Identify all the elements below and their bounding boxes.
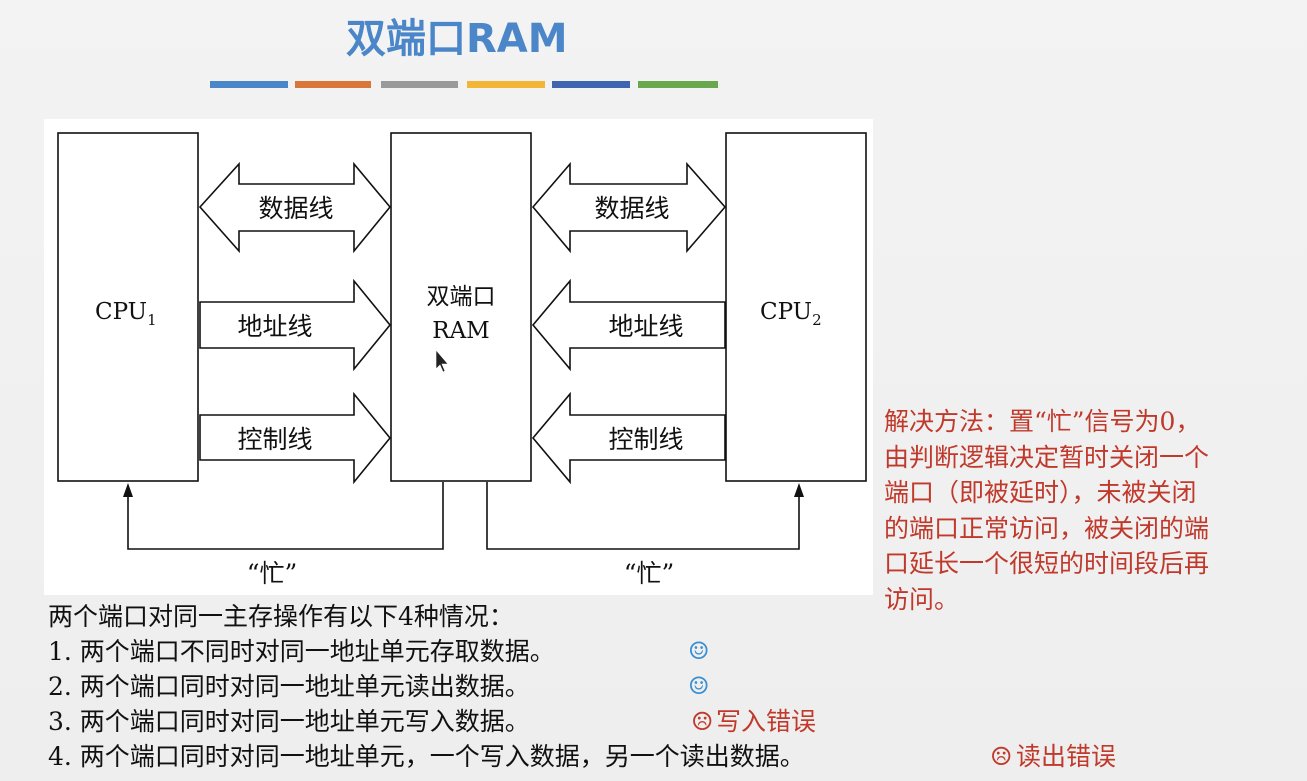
data-line-right-arrow (531, 161, 727, 254)
slide-title: 双端口RAM (346, 16, 568, 62)
case-item-4: 4. 两个端口同时对同一地址单元，一个写入数据，另一个读出数据。 ☹ 读出错误 (48, 740, 1116, 775)
cases-list: 两个端口对同一主存操作有以下4种情况： 1. 两个端口不同时对同一地址单元存取数… (48, 600, 1116, 775)
color-bar-5 (552, 81, 630, 88)
case-item-text: 2. 两个端口同时对同一地址单元读出数据。 (48, 672, 530, 701)
case-item-3: 3. 两个端口同时对同一地址单元写入数据。 ☹ 写入错误 (48, 705, 816, 740)
busy-label-left: “忙” (247, 559, 298, 588)
color-bar-2 (295, 81, 371, 88)
busy-arrowhead-left (123, 483, 133, 497)
ram-label-line1: 双端口 (427, 284, 496, 310)
color-bar-1 (210, 81, 288, 88)
solution-line: 访问。 (884, 584, 960, 614)
case-result-label: 写入错误 (716, 707, 817, 736)
case-result-label: 读出错误 (1016, 742, 1117, 771)
cases-intro: 两个端口对同一主存操作有以下4种情况： (48, 602, 514, 631)
solution-line: 的端口正常访问，被关闭的端 (884, 513, 1210, 543)
ctrl-line-right-label: 控制线 (608, 425, 683, 454)
case-item-text: 4. 两个端口同时对同一地址单元，一个写入数据，另一个读出数据。 (48, 742, 805, 771)
ctrl-line-left-arrow (199, 391, 392, 485)
addr-line-right-arrow (531, 278, 726, 372)
mouse-cursor-icon (435, 349, 449, 373)
ram-label-line2: RAM (432, 318, 489, 344)
smile-icon: ☺ (688, 637, 710, 665)
solution-line: 由判断逻辑决定暂时关闭一个 (884, 442, 1210, 472)
color-bar-6 (638, 81, 718, 88)
cpu1-box (57, 132, 199, 482)
case-item-text: 1. 两个端口不同时对同一地址单元存取数据。 (48, 637, 555, 666)
ram-box (390, 132, 532, 482)
cpu2-label: CPU2 (760, 299, 822, 329)
cpu2-box (725, 132, 867, 482)
addr-line-right-label: 地址线 (608, 312, 683, 341)
solution-line: 口延长一个很短的时间段后再 (884, 549, 1210, 578)
case-item-text: 3. 两个端口同时对同一地址单元写入数据。 (48, 707, 530, 736)
busy-line-right (486, 482, 800, 550)
busy-label-right: “忙” (624, 559, 675, 588)
data-line-right-label: 数据线 (594, 194, 669, 223)
frown-icon: ☹ (990, 742, 1013, 771)
case-item-1: 1. 两个端口不同时对同一地址单元存取数据。 ☺ (48, 635, 805, 670)
addr-line-left-label: 地址线 (237, 312, 312, 341)
addr-line-left-arrow (199, 278, 392, 372)
solution-line: 端口（即被延时），未被关闭 (884, 478, 1197, 507)
ctrl-line-right-arrow (531, 391, 726, 485)
solution-note: 解决方法：置“忙”信号为0， 由判断逻辑决定暂时关闭一个 端口（即被延时），未被… (884, 404, 1304, 617)
data-line-left-arrow (198, 161, 392, 254)
cpu1-label: CPU1 (95, 299, 157, 329)
case-item-2: 2. 两个端口同时对同一地址单元读出数据。 ☺ (48, 670, 805, 705)
busy-line-left (127, 482, 444, 550)
busy-arrowhead-right (794, 483, 804, 497)
ctrl-line-left-label: 控制线 (237, 425, 312, 454)
smile-icon: ☺ (688, 672, 710, 700)
color-bar-4 (467, 81, 545, 88)
dual-port-ram-diagram: CPU1 CPU2 双端口 RAM 数据线 地址线 控制线 数据线 地址线 控制… (44, 119, 873, 595)
solution-line: 解决方法：置“忙”信号为0， (884, 407, 1201, 436)
frown-icon: ☹ (691, 707, 714, 736)
data-line-left-label: 数据线 (258, 194, 333, 223)
color-bar-3 (381, 81, 458, 88)
